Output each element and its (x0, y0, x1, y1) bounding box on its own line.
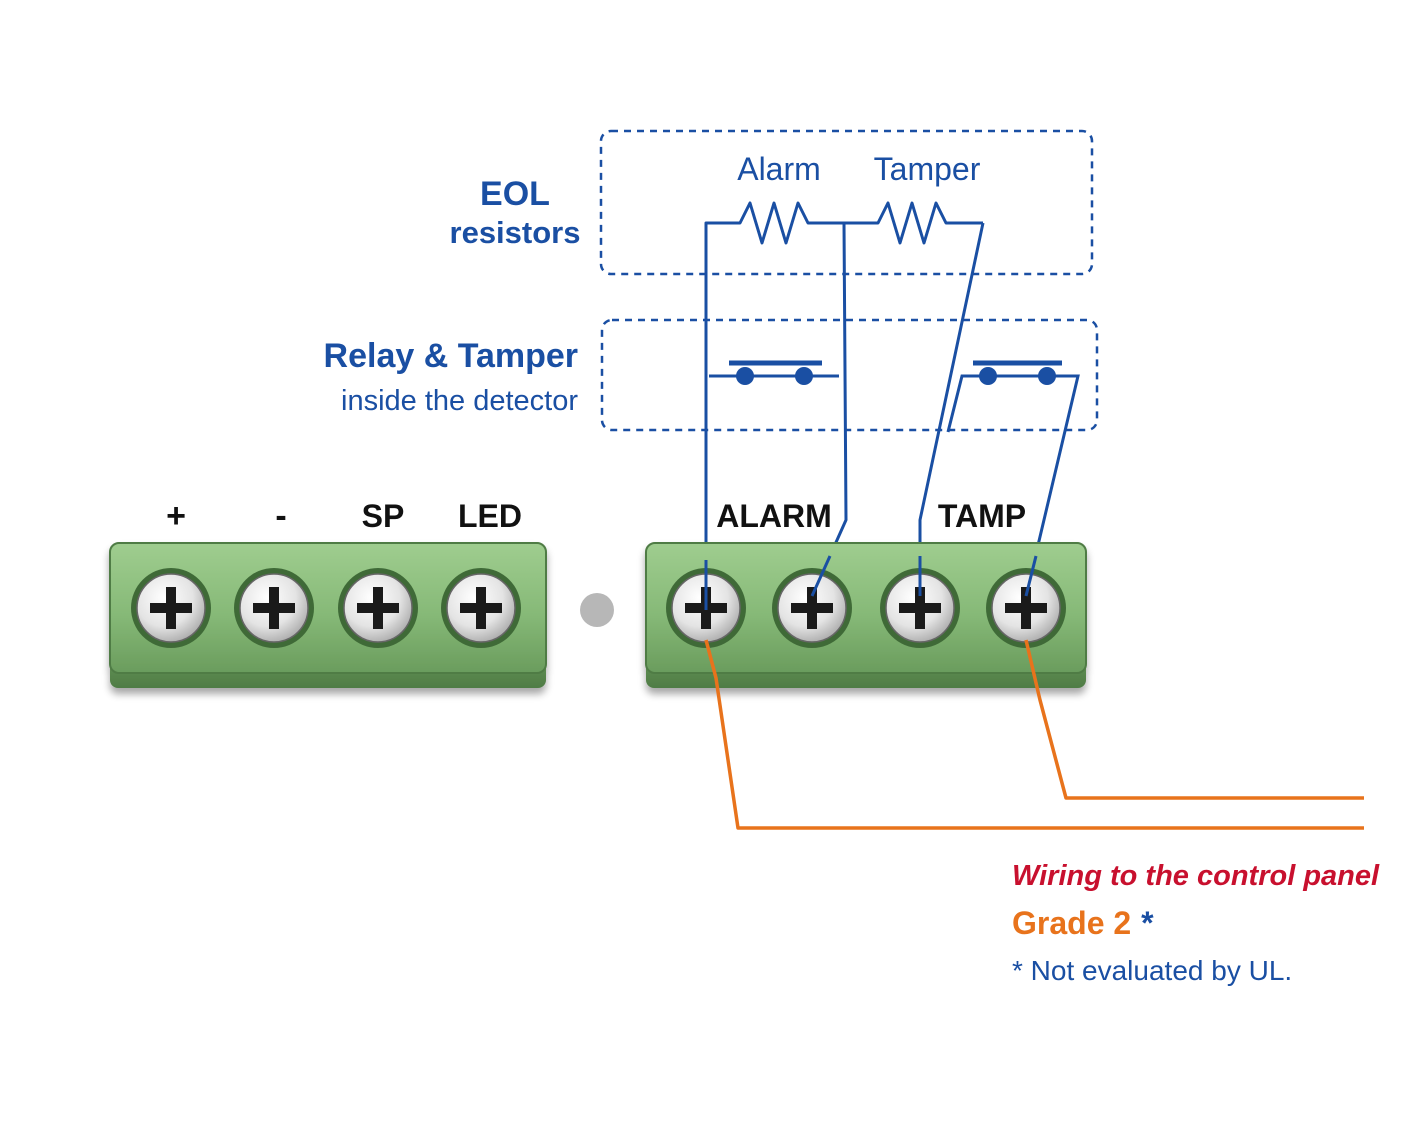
screw-tamp-1-icon (880, 568, 960, 648)
separator-dot (580, 593, 614, 627)
wire-end-tamp-2 (1024, 555, 1038, 597)
screw-minus-icon (234, 568, 314, 648)
screw-led-icon (441, 568, 521, 648)
grade-note: Grade 2 * (1012, 905, 1154, 941)
grade-star: * (1141, 905, 1154, 941)
screw-alarm-2-icon (772, 568, 852, 648)
alarm-resistor-label: Alarm (737, 151, 821, 187)
grade-label: Grade 2 (1012, 905, 1131, 941)
tamper-wire (918, 222, 985, 596)
terminal-block-alarm-tamper (645, 542, 1087, 688)
alarm-return-wire (810, 222, 848, 597)
terminal-label-minus: - (275, 497, 286, 535)
terminal-label-plus: + (166, 497, 186, 535)
tamper-resistor-label: Tamper (874, 151, 981, 187)
wire-end-alarm-2 (810, 555, 832, 597)
alarm-resistor (704, 201, 844, 610)
orange-wire-tamp (1024, 639, 1364, 800)
relay-tamper-box (600, 318, 1099, 432)
screw-plus-icon (131, 568, 211, 648)
tamper-resistor (844, 201, 983, 245)
terminal-label-alarm: ALARM (716, 498, 832, 534)
eol-resistor-box (599, 129, 1094, 276)
terminal-label-tamp: TAMP (938, 498, 1026, 534)
orange-wire-alarm (704, 639, 1364, 830)
screw-tamp-2-icon (986, 568, 1066, 648)
terminal-block-power (109, 542, 547, 688)
control-panel-wiring (704, 639, 1364, 830)
relay-subtitle: inside the detector (341, 385, 578, 417)
relay-title: Relay & Tamper (324, 337, 578, 375)
terminal-label-sp: SP (362, 498, 405, 534)
wiring-note: Wiring to the control panel (1012, 860, 1380, 892)
eol-title: EOL (480, 175, 550, 213)
terminal-label-led: LED (458, 498, 522, 534)
screw-sp-icon (338, 568, 418, 648)
tamper-switch (946, 360, 1080, 597)
relay-switch (709, 360, 839, 385)
ul-note: * Not evaluated by UL. (1012, 955, 1292, 986)
eol-subtitle: resistors (450, 215, 581, 250)
